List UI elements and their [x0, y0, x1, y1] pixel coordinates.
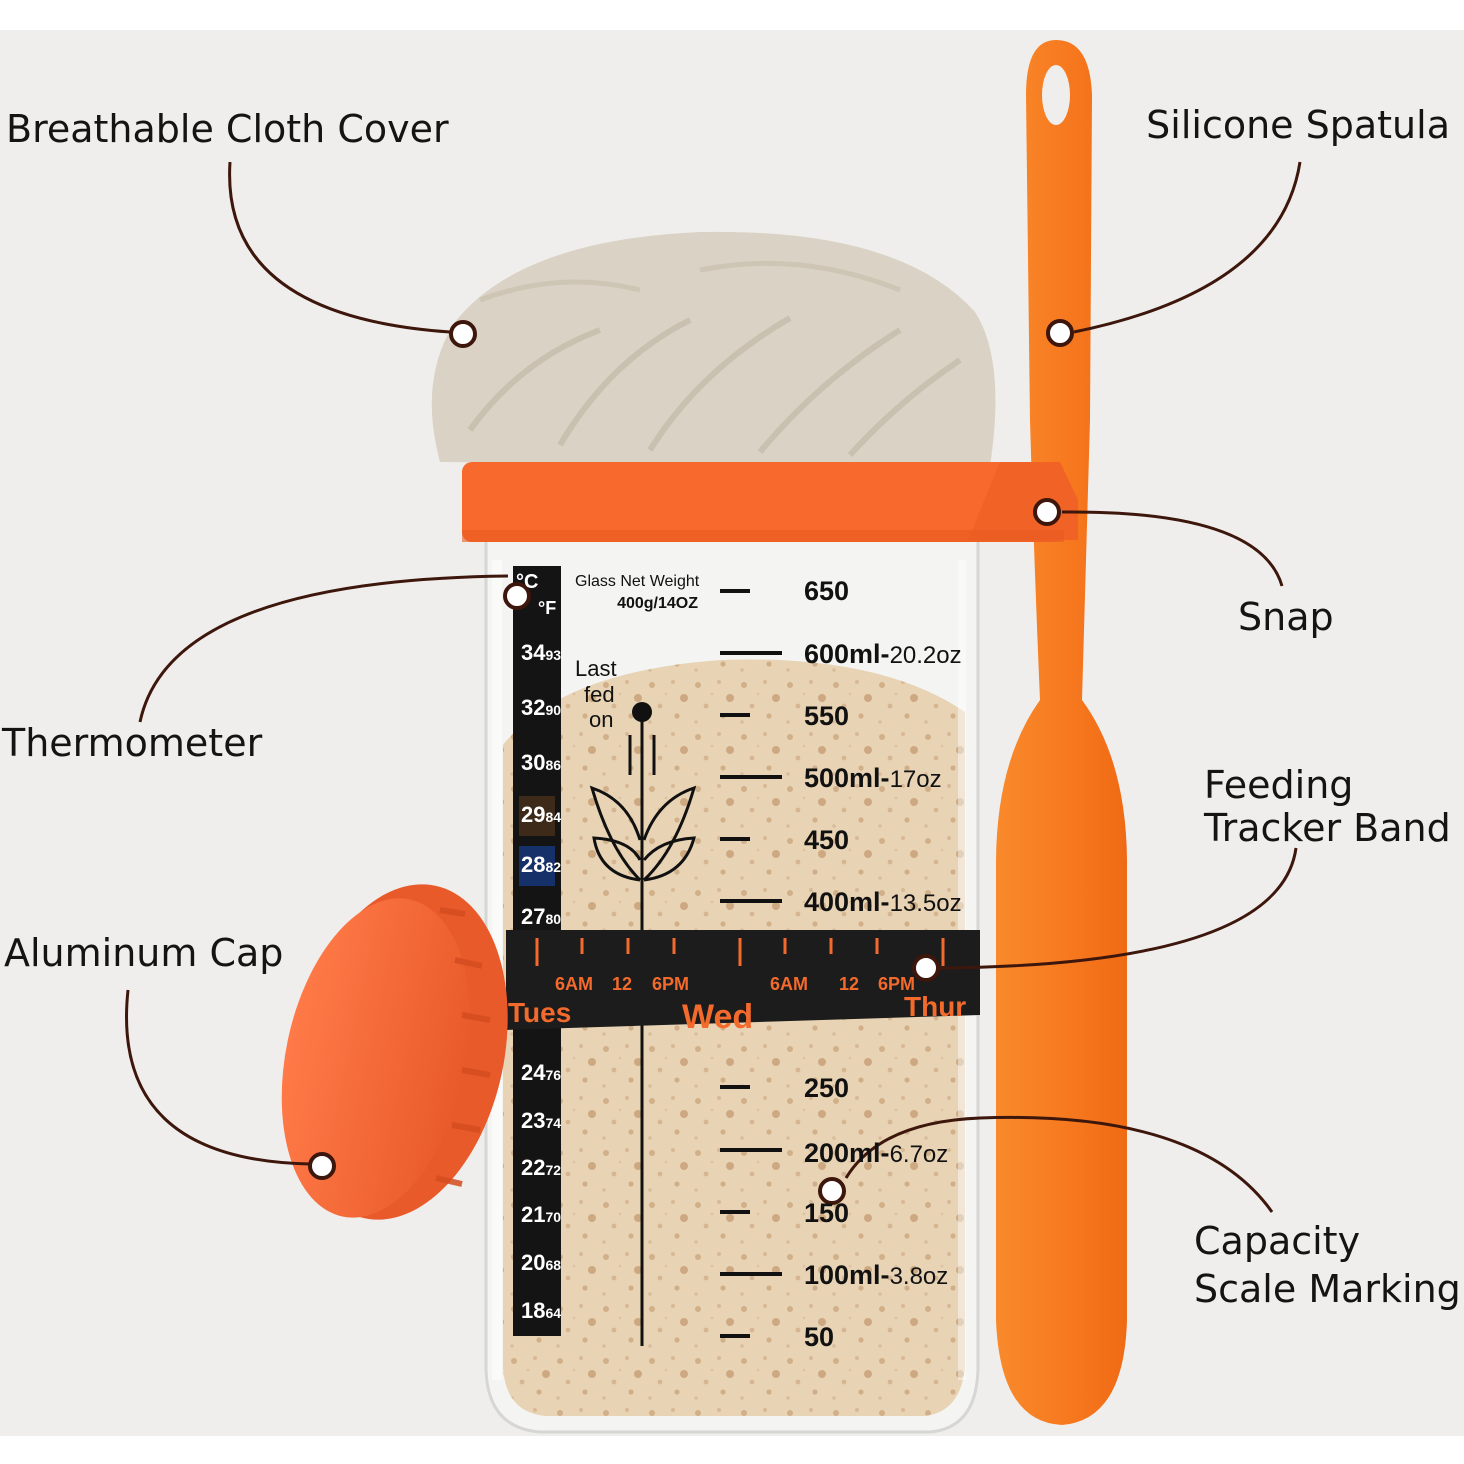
cloth-cover — [431, 231, 996, 466]
weight-label: Glass Net Weight — [575, 573, 700, 590]
thermo-f-unit: °F — [538, 598, 556, 618]
callout-dots — [308, 319, 1074, 1205]
feeding-band-label-line1: Feeding — [1204, 763, 1354, 807]
band-time-label: 12 — [612, 974, 632, 994]
scale-label-100: 100ml-3.8oz — [804, 1260, 948, 1290]
thermo-c-unit: °C — [516, 571, 538, 593]
cloth-cover-label: Breathable Cloth Cover — [6, 107, 449, 151]
thermo-reading: 2170 — [521, 1202, 561, 1227]
capacity-label-line2: Scale Marking — [1194, 1266, 1461, 1311]
scale-label-600: 600ml-20.2oz — [804, 639, 962, 669]
capacity-label: Capacity Scale Marking — [1194, 1218, 1461, 1314]
thermo-reading: 2780 — [521, 904, 561, 929]
scale-label-550: 550 — [804, 701, 849, 731]
band-time-label: 6AM — [770, 974, 808, 994]
thermo-reading: 3290 — [521, 695, 561, 720]
band-time-label: 6PM — [878, 974, 915, 994]
last-fed-text: Last — [575, 656, 617, 681]
last-fed-text: on — [589, 707, 613, 732]
band-time-label: 12 — [839, 974, 859, 994]
spatula-label: Silicone Spatula — [1146, 103, 1450, 147]
scale-label-450: 450 — [804, 825, 849, 855]
scale-label-500: 500ml-17oz — [804, 763, 942, 793]
scale-label-400: 400ml-13.5oz — [804, 887, 962, 917]
thermo-reading: 2476 — [521, 1060, 561, 1085]
measurement-ticks — [720, 589, 782, 1338]
snap-lid-band — [462, 462, 1078, 542]
last-fed-text: fed — [584, 682, 615, 707]
band-time-label: 6PM — [652, 974, 689, 994]
feeding-tracker-band — [506, 930, 980, 1030]
scale-label-250: 250 — [804, 1073, 849, 1103]
scale-label-150: 150 — [804, 1198, 849, 1228]
feeding-band-label-line2: Tracker Band — [1204, 805, 1451, 850]
scale-label-50: 50 — [804, 1322, 834, 1352]
snap-label: Snap — [1238, 595, 1334, 639]
thermo-reading: 3493 — [521, 640, 561, 665]
leader-lines — [125, 161, 1302, 1213]
scale-label-650: 650 — [804, 576, 849, 606]
silicone-spatula — [996, 40, 1127, 1425]
scale-label-200: 200ml-6.7oz — [804, 1138, 948, 1168]
wheat-tracker-graphic — [589, 712, 697, 1346]
thermo-reading: 2068 — [521, 1250, 561, 1275]
band-day-label: Thur — [904, 991, 966, 1022]
band-day-label: Tues — [508, 997, 571, 1028]
thermo-reading: 2882 — [521, 852, 561, 877]
thermo-reading: 2272 — [521, 1155, 561, 1180]
thermometer-label: Thermometer — [2, 721, 263, 765]
feeding-band-label: Feeding Tracker Band — [1204, 764, 1451, 849]
thermo-reading: 1864 — [521, 1298, 561, 1323]
last-fed-marker — [632, 702, 652, 722]
thermo-reading: 2374 — [521, 1108, 561, 1133]
aluminum-cap — [281, 884, 508, 1220]
band-time-label: 6AM — [555, 974, 593, 994]
thermo-reading: 3086 — [521, 750, 561, 775]
band-day-label: Wed — [682, 998, 753, 1036]
capacity-label-line1: Capacity — [1194, 1219, 1361, 1263]
cap-label: Aluminum Cap — [4, 931, 284, 975]
weight-value: 400g/14OZ — [617, 595, 698, 612]
jar-text: Glass Net Weight 400g/14OZ Last fed on 6… — [508, 571, 966, 1352]
thermo-reading: 2984 — [521, 802, 561, 827]
